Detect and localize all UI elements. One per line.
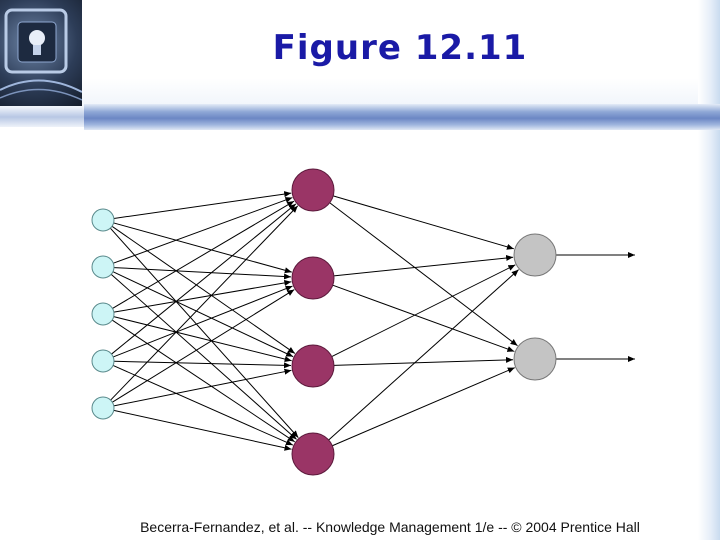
edge-input-3-hidden-2 bbox=[113, 279, 292, 313]
edge-input-4-hidden-4 bbox=[112, 364, 294, 446]
hidden-node-3 bbox=[291, 344, 335, 388]
edge-hidden-2-output-2 bbox=[332, 284, 515, 352]
header-band bbox=[0, 0, 720, 112]
edge-input-2-hidden-4 bbox=[110, 273, 297, 440]
edge-input-1-hidden-2 bbox=[113, 222, 292, 274]
edge-hidden-3-output-1 bbox=[331, 264, 516, 358]
edge-hidden-2-output-1 bbox=[333, 255, 514, 277]
edge-input-5-hidden-4 bbox=[113, 409, 292, 451]
header-rule-left bbox=[0, 107, 84, 127]
input-node-2 bbox=[91, 255, 115, 279]
slide-title: Figure 12.11 bbox=[272, 28, 528, 68]
edge-input-1-hidden-3 bbox=[111, 225, 296, 354]
edge-hidden-3-output-2 bbox=[333, 356, 514, 366]
edge-input-3-hidden-4 bbox=[111, 319, 295, 443]
edge-input-1-hidden-4 bbox=[109, 227, 299, 438]
slide-footer: Becerra-Fernandez, et al. -- Knowledge M… bbox=[140, 519, 640, 535]
input-node-1 bbox=[91, 208, 115, 232]
input-node-3 bbox=[91, 302, 115, 326]
edge-hidden-4-output-2 bbox=[332, 367, 515, 447]
header-rule bbox=[84, 104, 720, 130]
edge-input-5-hidden-2 bbox=[112, 289, 295, 403]
edge-input-2-hidden-3 bbox=[112, 271, 294, 358]
edge-hidden-1-output-1 bbox=[333, 195, 515, 250]
edge-input-4-hidden-2 bbox=[113, 285, 293, 358]
edge-input-5-hidden-3 bbox=[113, 368, 292, 407]
output-node-1 bbox=[513, 233, 557, 277]
hidden-node-2 bbox=[291, 256, 335, 300]
edge-hidden-4-output-1 bbox=[328, 269, 519, 441]
hidden-node-1 bbox=[291, 168, 335, 212]
edge-input-4-hidden-1 bbox=[111, 203, 297, 355]
edge-input-5-hidden-1 bbox=[110, 205, 299, 401]
edge-input-3-hidden-1 bbox=[112, 200, 295, 309]
right-edge-decoration bbox=[698, 0, 720, 540]
hidden-node-4 bbox=[291, 432, 335, 476]
edge-input-3-hidden-3 bbox=[113, 316, 292, 362]
edge-input-2-hidden-1 bbox=[113, 197, 293, 264]
output-node-2 bbox=[513, 337, 557, 381]
edge-input-2-hidden-2 bbox=[113, 267, 292, 280]
edge-input-1-hidden-1 bbox=[113, 191, 292, 219]
input-node-5 bbox=[91, 396, 115, 420]
bulb-logo bbox=[0, 0, 82, 106]
input-node-4 bbox=[91, 349, 115, 373]
edge-input-4-hidden-3 bbox=[113, 360, 292, 369]
edge-hidden-1-output-2 bbox=[329, 202, 518, 347]
